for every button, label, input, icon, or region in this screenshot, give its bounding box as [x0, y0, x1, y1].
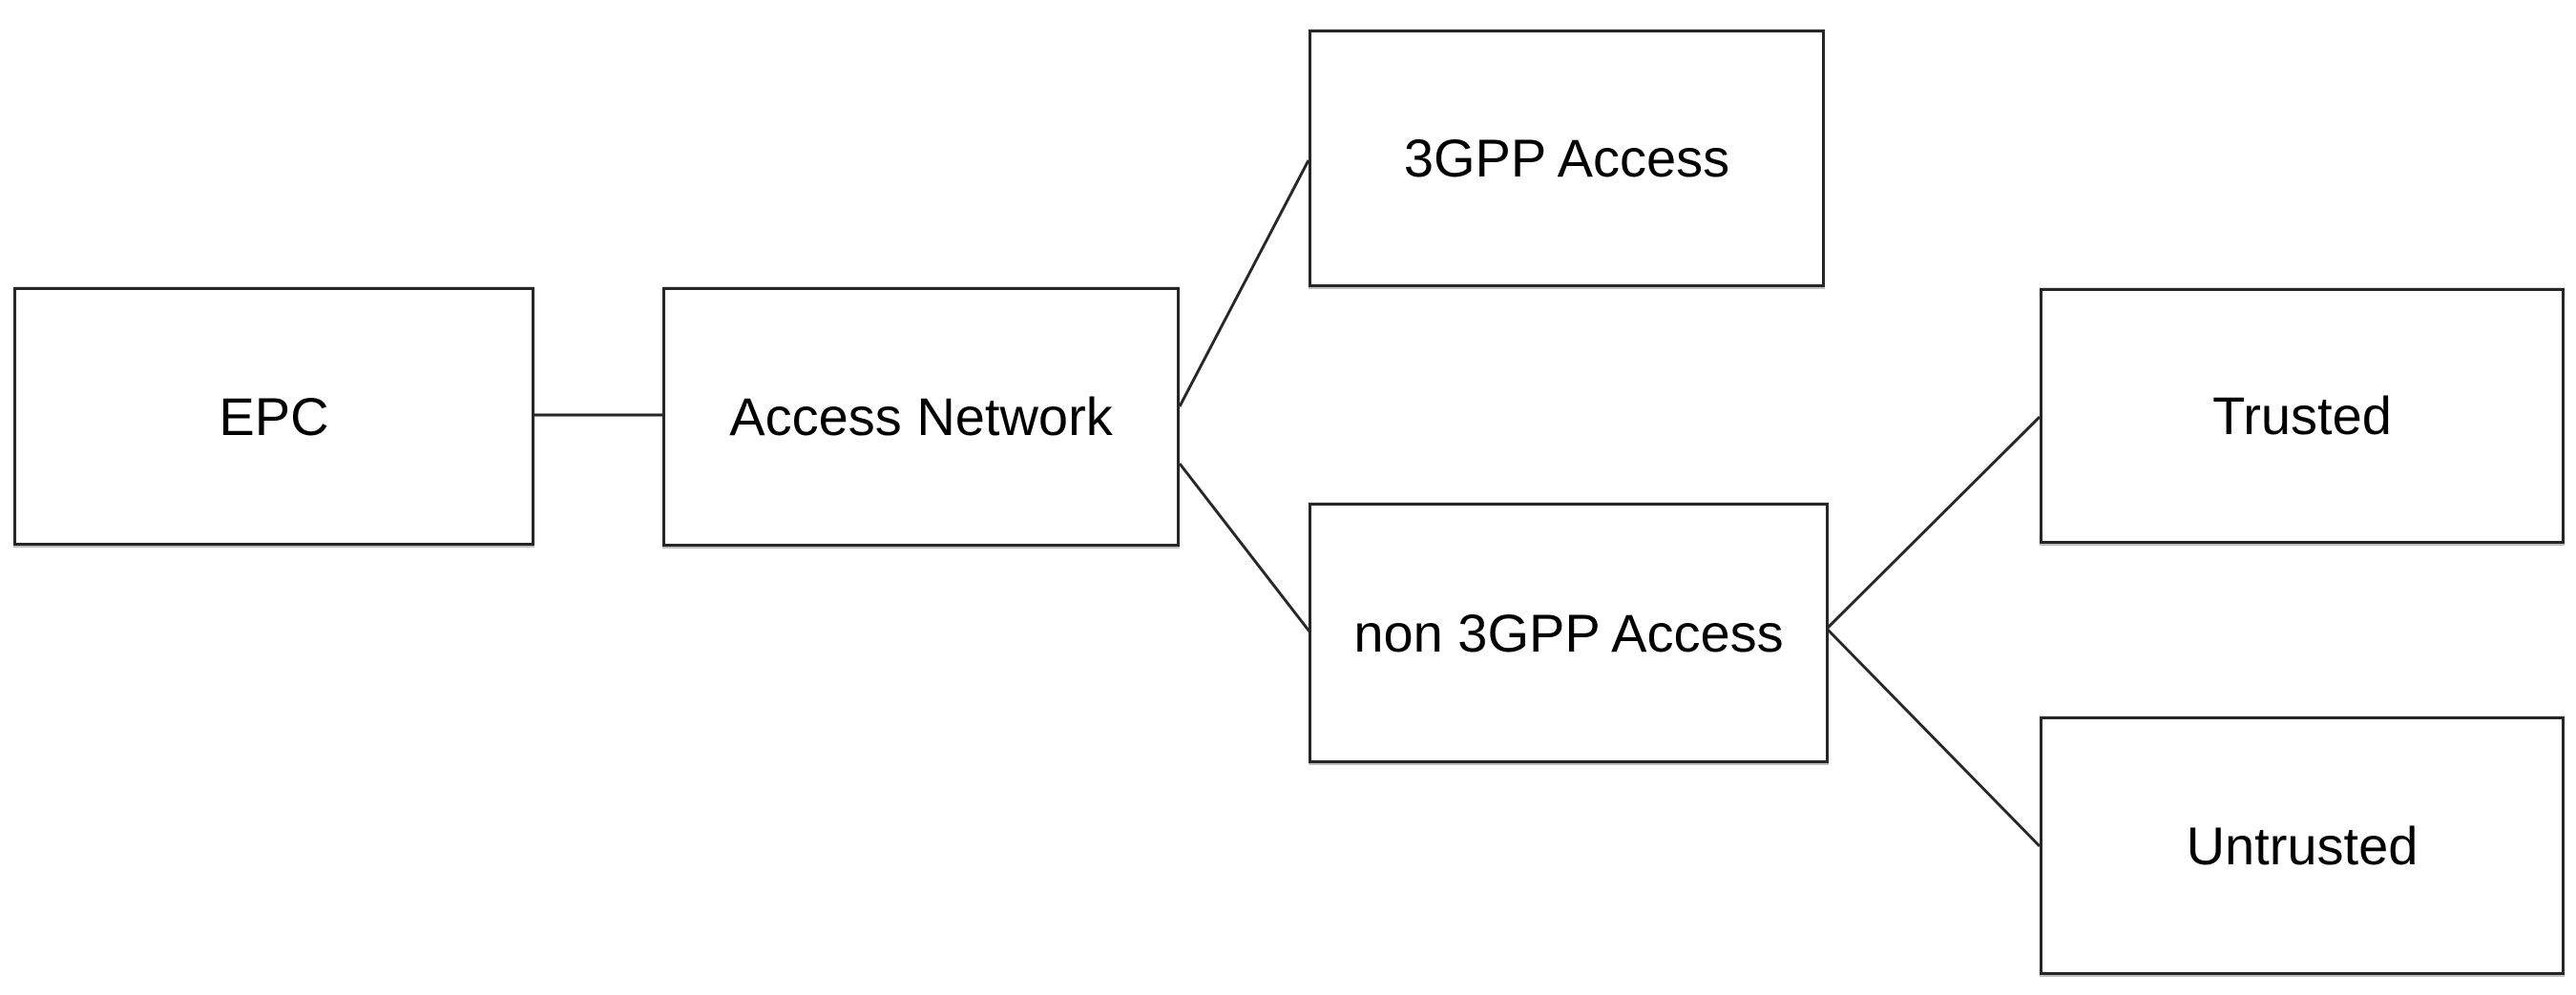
node-non-3gpp-access[interactable]: non 3GPP Access [1309, 503, 1829, 763]
node-trusted[interactable]: Trusted [2040, 288, 2565, 544]
node-access-network[interactable]: Access Network [662, 287, 1180, 547]
node-epc-label: EPC [219, 385, 329, 446]
node-untrusted[interactable]: Untrusted [2040, 716, 2565, 975]
edge-non-3gpp-access-to-trusted [1825, 415, 2042, 631]
edge-non-3gpp-access-to-untrusted [1825, 627, 2042, 848]
node-trusted-label: Trusted [2212, 385, 2392, 446]
edge-access-network-to-non-3gpp-access [1178, 463, 1311, 632]
node-epc[interactable]: EPC [13, 287, 534, 546]
node-access-network-label: Access Network [729, 386, 1113, 447]
node-3gpp-access-label: 3GPP Access [1403, 128, 1730, 189]
node-non-3gpp-access-label: non 3GPP Access [1353, 602, 1784, 663]
node-untrusted-label: Untrusted [2186, 815, 2419, 876]
node-3gpp-access[interactable]: 3GPP Access [1309, 30, 1825, 287]
edge-access-network-to-3gpp-access [1178, 159, 1310, 407]
